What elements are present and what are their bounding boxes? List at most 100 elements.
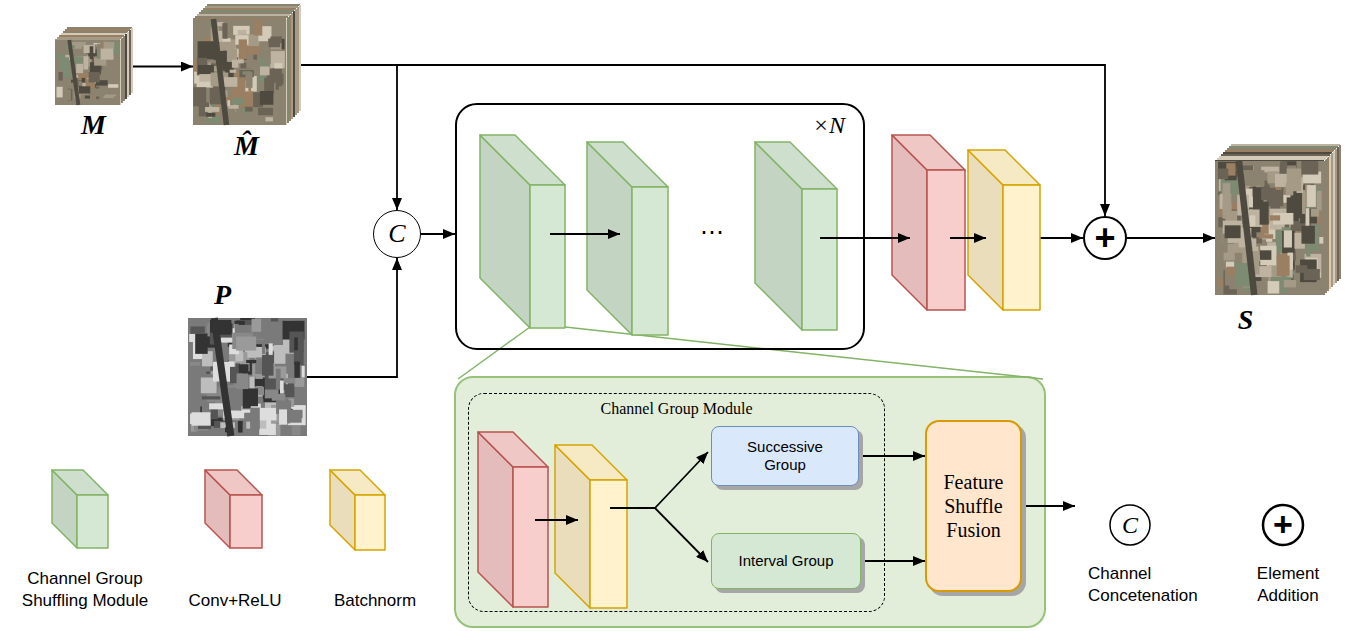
cube-side-stripe: [289, 15, 291, 121]
image-patch: [294, 378, 304, 387]
image-patch: [205, 107, 219, 112]
image-patch: [1259, 234, 1273, 238]
image-patch: [1223, 183, 1231, 207]
cube-top-stripe: [57, 37, 122, 39]
image-patch: [260, 66, 270, 75]
zoom-line: [458, 327, 530, 379]
image-patch: [59, 57, 69, 70]
block-front: [1003, 185, 1040, 310]
image-patch: [1284, 230, 1292, 247]
image-patch: [228, 105, 238, 109]
cube-side-stripe: [291, 13, 293, 119]
repeat-block: ×N: [455, 103, 865, 350]
image-patch: [1311, 209, 1319, 217]
image-patch: [1301, 226, 1314, 244]
block-front: [927, 170, 965, 310]
image-patch: [238, 421, 243, 433]
cube-top-stripe: [1223, 152, 1332, 154]
node-label: M: [55, 108, 132, 142]
batchnorm-block: [968, 150, 1040, 310]
image-road: [69, 40, 78, 105]
node-label: P: [163, 278, 282, 312]
image-patch: [246, 360, 257, 363]
image-road: [1239, 161, 1254, 295]
flow-arrows: [535, 234, 1075, 562]
image-patch: [1261, 185, 1270, 200]
image-patch: [239, 364, 249, 373]
image-patch: [245, 72, 252, 88]
batchnorm-block: [555, 445, 627, 608]
image-patch: [260, 91, 273, 105]
concat-legend-symbol: [1110, 505, 1150, 545]
image-patch: [190, 362, 201, 366]
image-patch: [280, 380, 284, 393]
flow-arrow: [535, 519, 578, 521]
image-patch: [294, 324, 297, 327]
cube-top-stripe: [205, 6, 298, 8]
image-patch: [84, 45, 96, 53]
image-patch: [282, 39, 285, 49]
image-patch: [270, 51, 285, 68]
cube-side-stripe: [1337, 147, 1339, 281]
block-front: [355, 495, 385, 550]
block-front: [513, 467, 548, 607]
module-group: Channel Group ModuleSuccessive GroupInte…: [468, 393, 885, 612]
node-label: Feature Shuffle Fusion: [934, 470, 1014, 542]
node-label: M̂: [193, 129, 300, 163]
image-patch: [265, 389, 279, 398]
image-patch: [193, 87, 206, 106]
image-patch: [1277, 256, 1290, 276]
cube-side-stripe: [1329, 155, 1331, 289]
cube-side-stripe: [297, 7, 299, 113]
image-patch: [222, 23, 227, 39]
block-front: [802, 189, 837, 330]
image-patch: [294, 337, 298, 352]
cube-side-stripe: [1325, 159, 1327, 293]
image-patch: [237, 374, 249, 390]
cube-top-stripe: [1225, 150, 1334, 152]
block-top: [52, 470, 108, 495]
image-base: [193, 19, 286, 125]
flow-connector: [861, 560, 925, 562]
flow-arrow: [550, 233, 620, 235]
image-patch: [250, 408, 260, 430]
image-patch: [90, 46, 94, 59]
input-image: M: [55, 28, 132, 105]
cube-top-stripe: [199, 12, 292, 14]
image-patch: [224, 77, 238, 87]
cube-side-stripe: [295, 9, 297, 115]
block-front: [632, 187, 668, 335]
ellipsis: ⋯: [700, 220, 724, 244]
cube-side-stripe: [127, 32, 129, 97]
flow-connector: [300, 65, 397, 210]
image-patch: [1260, 250, 1272, 260]
image-patch: [191, 412, 210, 425]
image-road: [214, 318, 231, 436]
image-patch: [254, 20, 262, 36]
fusion-box: Feature Shuffle Fusion: [925, 420, 1022, 592]
image-patch: [1307, 185, 1316, 207]
flow-arrow: [655, 452, 708, 508]
image-patch: [276, 369, 281, 390]
node-label: Interval Group: [736, 552, 836, 570]
symbol-letter: C: [1122, 513, 1138, 537]
block-top: [555, 445, 627, 480]
block-front: [530, 185, 565, 328]
image-patch: [1286, 183, 1294, 195]
image-patch: [85, 96, 90, 99]
image-base: [188, 318, 307, 436]
image-patch: [1225, 225, 1241, 238]
conv-block: [892, 135, 965, 310]
legend-label: Conv+ReLU: [175, 590, 295, 612]
image-patch: [274, 345, 285, 364]
addition-symbol: +: [1083, 216, 1127, 260]
block-top: [480, 135, 565, 185]
image-patch: [79, 86, 90, 93]
image-patch: [1302, 190, 1305, 214]
node-label: C: [388, 221, 405, 247]
image-patch: [243, 388, 258, 406]
image-patch: [63, 73, 73, 78]
addition-legend-symbol: [1263, 505, 1303, 545]
image-patch: [279, 409, 287, 424]
